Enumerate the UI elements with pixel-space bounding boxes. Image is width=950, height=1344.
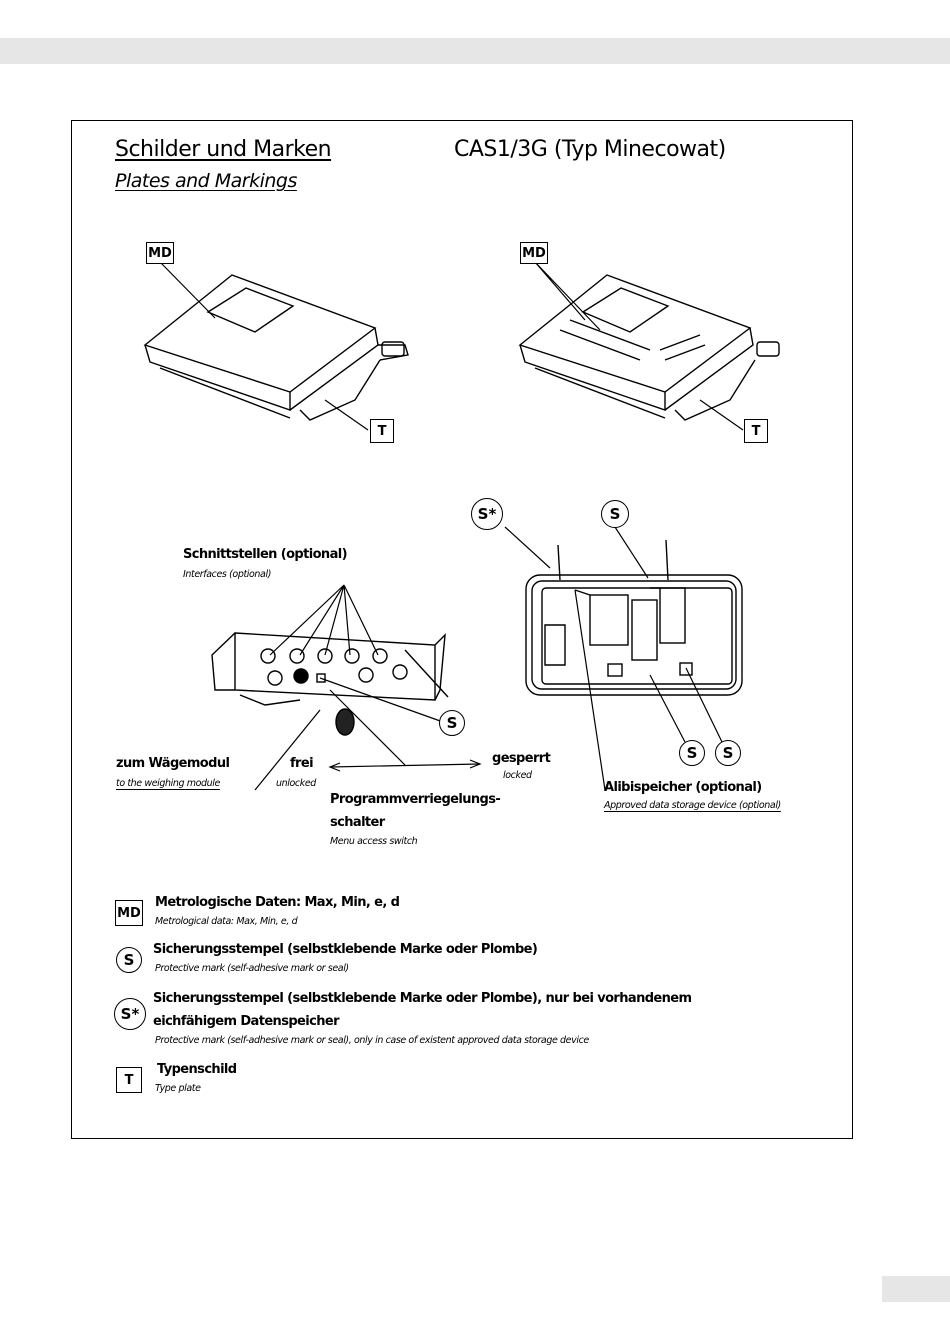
locked-label: gesperrt bbox=[492, 751, 551, 766]
free-label-en: unlocked bbox=[276, 778, 316, 789]
legend-s-star-text-en: Protective mark (self-adhesive mark or s… bbox=[155, 1035, 589, 1046]
model-title: CAS1/3G (Typ Minecowat) bbox=[454, 137, 726, 162]
legend-s-text: Sicherungsstempel (selbstklebende Marke … bbox=[153, 942, 538, 957]
legend-s-symbol: S bbox=[116, 947, 142, 973]
s-marker-bottom-1: S bbox=[679, 740, 705, 766]
switch-label-en: Menu access switch bbox=[330, 836, 418, 847]
md-marker-left: MD bbox=[146, 242, 174, 264]
to-module-label-en: to the weighing module bbox=[116, 778, 220, 789]
interface-panel-drawing bbox=[211, 632, 449, 736]
title-english: Plates and Markings bbox=[115, 170, 297, 192]
s-marker-top: S bbox=[601, 500, 629, 528]
interfaces-label: Schnittstellen (optional) bbox=[183, 547, 348, 562]
legend-t-text: Typenschild bbox=[157, 1062, 237, 1077]
s-star-marker: S* bbox=[471, 498, 503, 530]
s-marker-bottom-2: S bbox=[715, 740, 741, 766]
callout-lines bbox=[159, 261, 744, 791]
legend-s-star-symbol: S* bbox=[114, 998, 146, 1030]
storage-label: Alibispeicher (optional) bbox=[604, 780, 762, 795]
free-label: frei bbox=[290, 756, 314, 771]
to-module-label: zum Wägemodul bbox=[116, 756, 230, 771]
md-marker-right: MD bbox=[520, 242, 548, 264]
storage-label-en: Approved data storage device (optional) bbox=[604, 800, 781, 811]
t-marker-left: T bbox=[370, 419, 394, 443]
open-housing-drawing bbox=[525, 539, 743, 696]
indicator-right-drawing bbox=[518, 274, 780, 421]
switch-label-line2: schalter bbox=[330, 815, 385, 830]
legend-md-symbol: MD bbox=[115, 900, 143, 926]
switch-label-line1: Programmverriegelungs- bbox=[330, 792, 501, 807]
legend-md-text: Metrologische Daten: Max, Min, e, d bbox=[155, 895, 400, 910]
legend-s-text-en: Protective mark (self-adhesive mark or s… bbox=[155, 963, 349, 974]
indicator-left-drawing bbox=[143, 274, 409, 421]
legend-t-symbol: T bbox=[116, 1067, 142, 1093]
title-german: Schilder und Marken bbox=[115, 137, 332, 162]
s-marker-panel: S bbox=[439, 710, 465, 736]
legend-s-star-text-line1: Sicherungsstempel (selbstklebende Marke … bbox=[153, 991, 692, 1006]
figure-frame bbox=[71, 120, 853, 1139]
legend-md-text-en: Metrological data: Max, Min, e, d bbox=[155, 916, 298, 927]
t-marker-right: T bbox=[744, 419, 768, 443]
interfaces-label-en: Interfaces (optional) bbox=[183, 569, 272, 580]
locked-label-en: locked bbox=[503, 770, 532, 781]
legend-s-star-text-line2: eichfähigem Datenspeicher bbox=[153, 1014, 340, 1029]
legend-t-text-en: Type plate bbox=[155, 1083, 201, 1094]
page-number-tab bbox=[882, 1276, 950, 1302]
top-bar bbox=[0, 38, 950, 64]
